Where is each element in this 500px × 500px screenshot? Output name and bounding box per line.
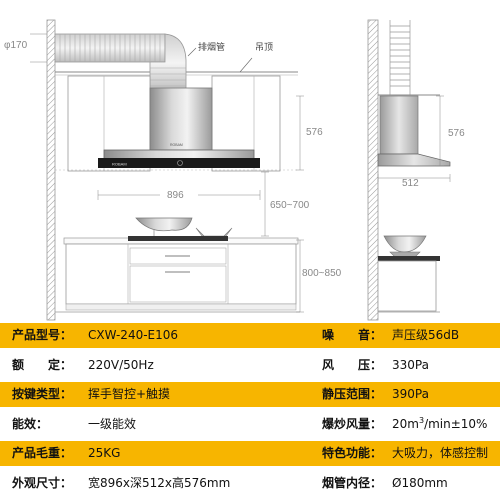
side-countertop [378,256,440,261]
spec-value: 宽896x深512x高576mm [88,475,231,490]
spec-value: 220V/50Hz [88,357,154,372]
spec-label: 静压范围： [322,387,383,401]
dim-hood-height-side: 576 [448,128,465,139]
dim-hood-width: 896 [167,190,184,201]
hood-control-icon [177,160,183,166]
spec-value: 20m3/min±10% [392,412,487,437]
dim-hood-height-front: 576 [306,127,323,138]
ceiling-label: 吊顶 [255,42,273,53]
spec-row: 产品毛重： 25KG 特色功能： 大吸力，体感控制 [0,441,500,466]
exhaust-duct [54,33,187,93]
spec-value: 390Pa [392,387,429,401]
front-wall [46,19,56,321]
spec-label: 能效： [12,416,49,431]
spec-label: 噪 音： [322,328,383,342]
spec-table: 产品型号： CXW-240-E106 噪 音： 声压级56dB 额 定： 220V/50H… [0,323,500,500]
side-view: 576 512 [367,19,465,321]
front-cooktop [128,236,228,241]
spec-label: 特色功能： [322,446,383,460]
spec-value: CXW-240-E106 [88,328,179,342]
dim-counter-height: 800~850 [302,268,342,279]
side-hood-chimney [379,95,419,155]
side-cabinet [377,260,437,312]
side-wok [383,235,427,253]
side-hood-body [377,153,451,167]
spec-label: 按键类型： [12,387,73,401]
hood-brand-logo: ROBAM [112,162,127,167]
spec-label: 额 定： [12,357,73,372]
spec-label: 爆炒风量： [322,416,383,431]
spec-value: 大吸力，体感控制 [392,446,489,460]
side-duct [389,20,411,95]
side-wall [367,19,379,321]
spec-value: 一级能效 [88,416,137,431]
spec-value-superscript: 3 [418,415,425,425]
duct-label: 排烟管 [198,41,225,53]
spec-label: 烟管内径： [322,475,383,490]
spec-value: 330Pa [392,357,429,372]
dim-duct-diameter: φ170 [4,40,28,51]
front-view: ROBAM ROBAM 排烟管 吊顶 φ170 576 896 650~700 [4,19,342,321]
spec-label: 产品毛重： [12,446,73,460]
spec-row: 按键类型： 挥手智控+触摸 静压范围： 390Pa [0,382,500,407]
spec-label: 产品型号： [12,328,73,342]
spec-label: 外观尺寸： [12,475,73,490]
spec-value: Ø180mm [392,475,448,490]
dim-hood-depth: 512 [402,178,419,189]
spec-value-prefix: 20m [392,416,419,431]
spec-value: 声压级56dB [392,328,460,342]
dim-install-height: 650~700 [270,200,310,211]
spec-row: 额 定： 220V/50Hz 风 压： 330Pa [0,353,500,378]
hood-panel [98,158,260,168]
spec-value: 挥手智控+触摸 [88,387,171,401]
spec-label: 风 压： [322,357,383,372]
spec-row: 产品型号： CXW-240-E106 噪 音： 声压级56dB [0,323,500,348]
spec-row: 能效： 一级能效 爆炒风量： 20m3/min±10% [0,412,500,437]
spec-value: 25KG [88,446,121,460]
hood-chimney [149,87,213,151]
installation-diagram: ROBAM ROBAM 排烟管 吊顶 φ170 576 896 650~700 [4,19,465,321]
spec-row: 外观尺寸： 宽896x深512x高576mm 烟管内径： Ø180mm [0,471,500,496]
front-wok [135,217,193,232]
spec-value-suffix: /min±10% [424,416,488,431]
hood-brand-small: ROBAM [170,143,183,147]
